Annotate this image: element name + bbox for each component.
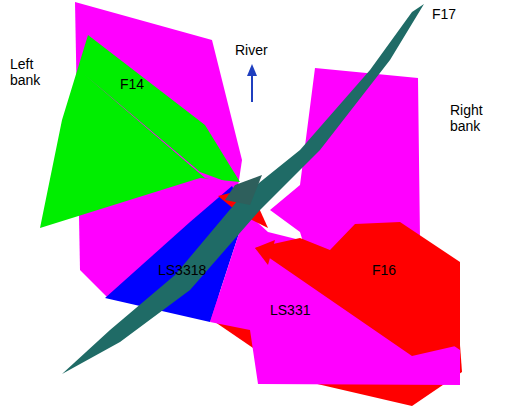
- bank-label: Left bank: [10, 56, 56, 88]
- fault-label: F14: [120, 76, 160, 92]
- fault-plane-f16-tip: [255, 240, 275, 265]
- river-label: River: [235, 42, 295, 58]
- river-arrow-head: [247, 64, 257, 76]
- fault-plane-f17-face: [225, 175, 262, 205]
- fault-plane-f17: [62, 4, 424, 374]
- bank-label: Right bank: [450, 102, 502, 134]
- river-arrow-shaft: [251, 74, 253, 102]
- fault-plane-f14-edge: [85, 75, 238, 186]
- fault-label: F16: [372, 262, 412, 278]
- plane-ls331: [210, 212, 460, 385]
- fault-plane-f14: [40, 35, 240, 228]
- plane-label: LS331: [270, 302, 330, 318]
- plane-label: LS3318: [158, 262, 228, 278]
- fault-label: F17: [432, 6, 472, 22]
- fault-plane-f16: [255, 222, 460, 356]
